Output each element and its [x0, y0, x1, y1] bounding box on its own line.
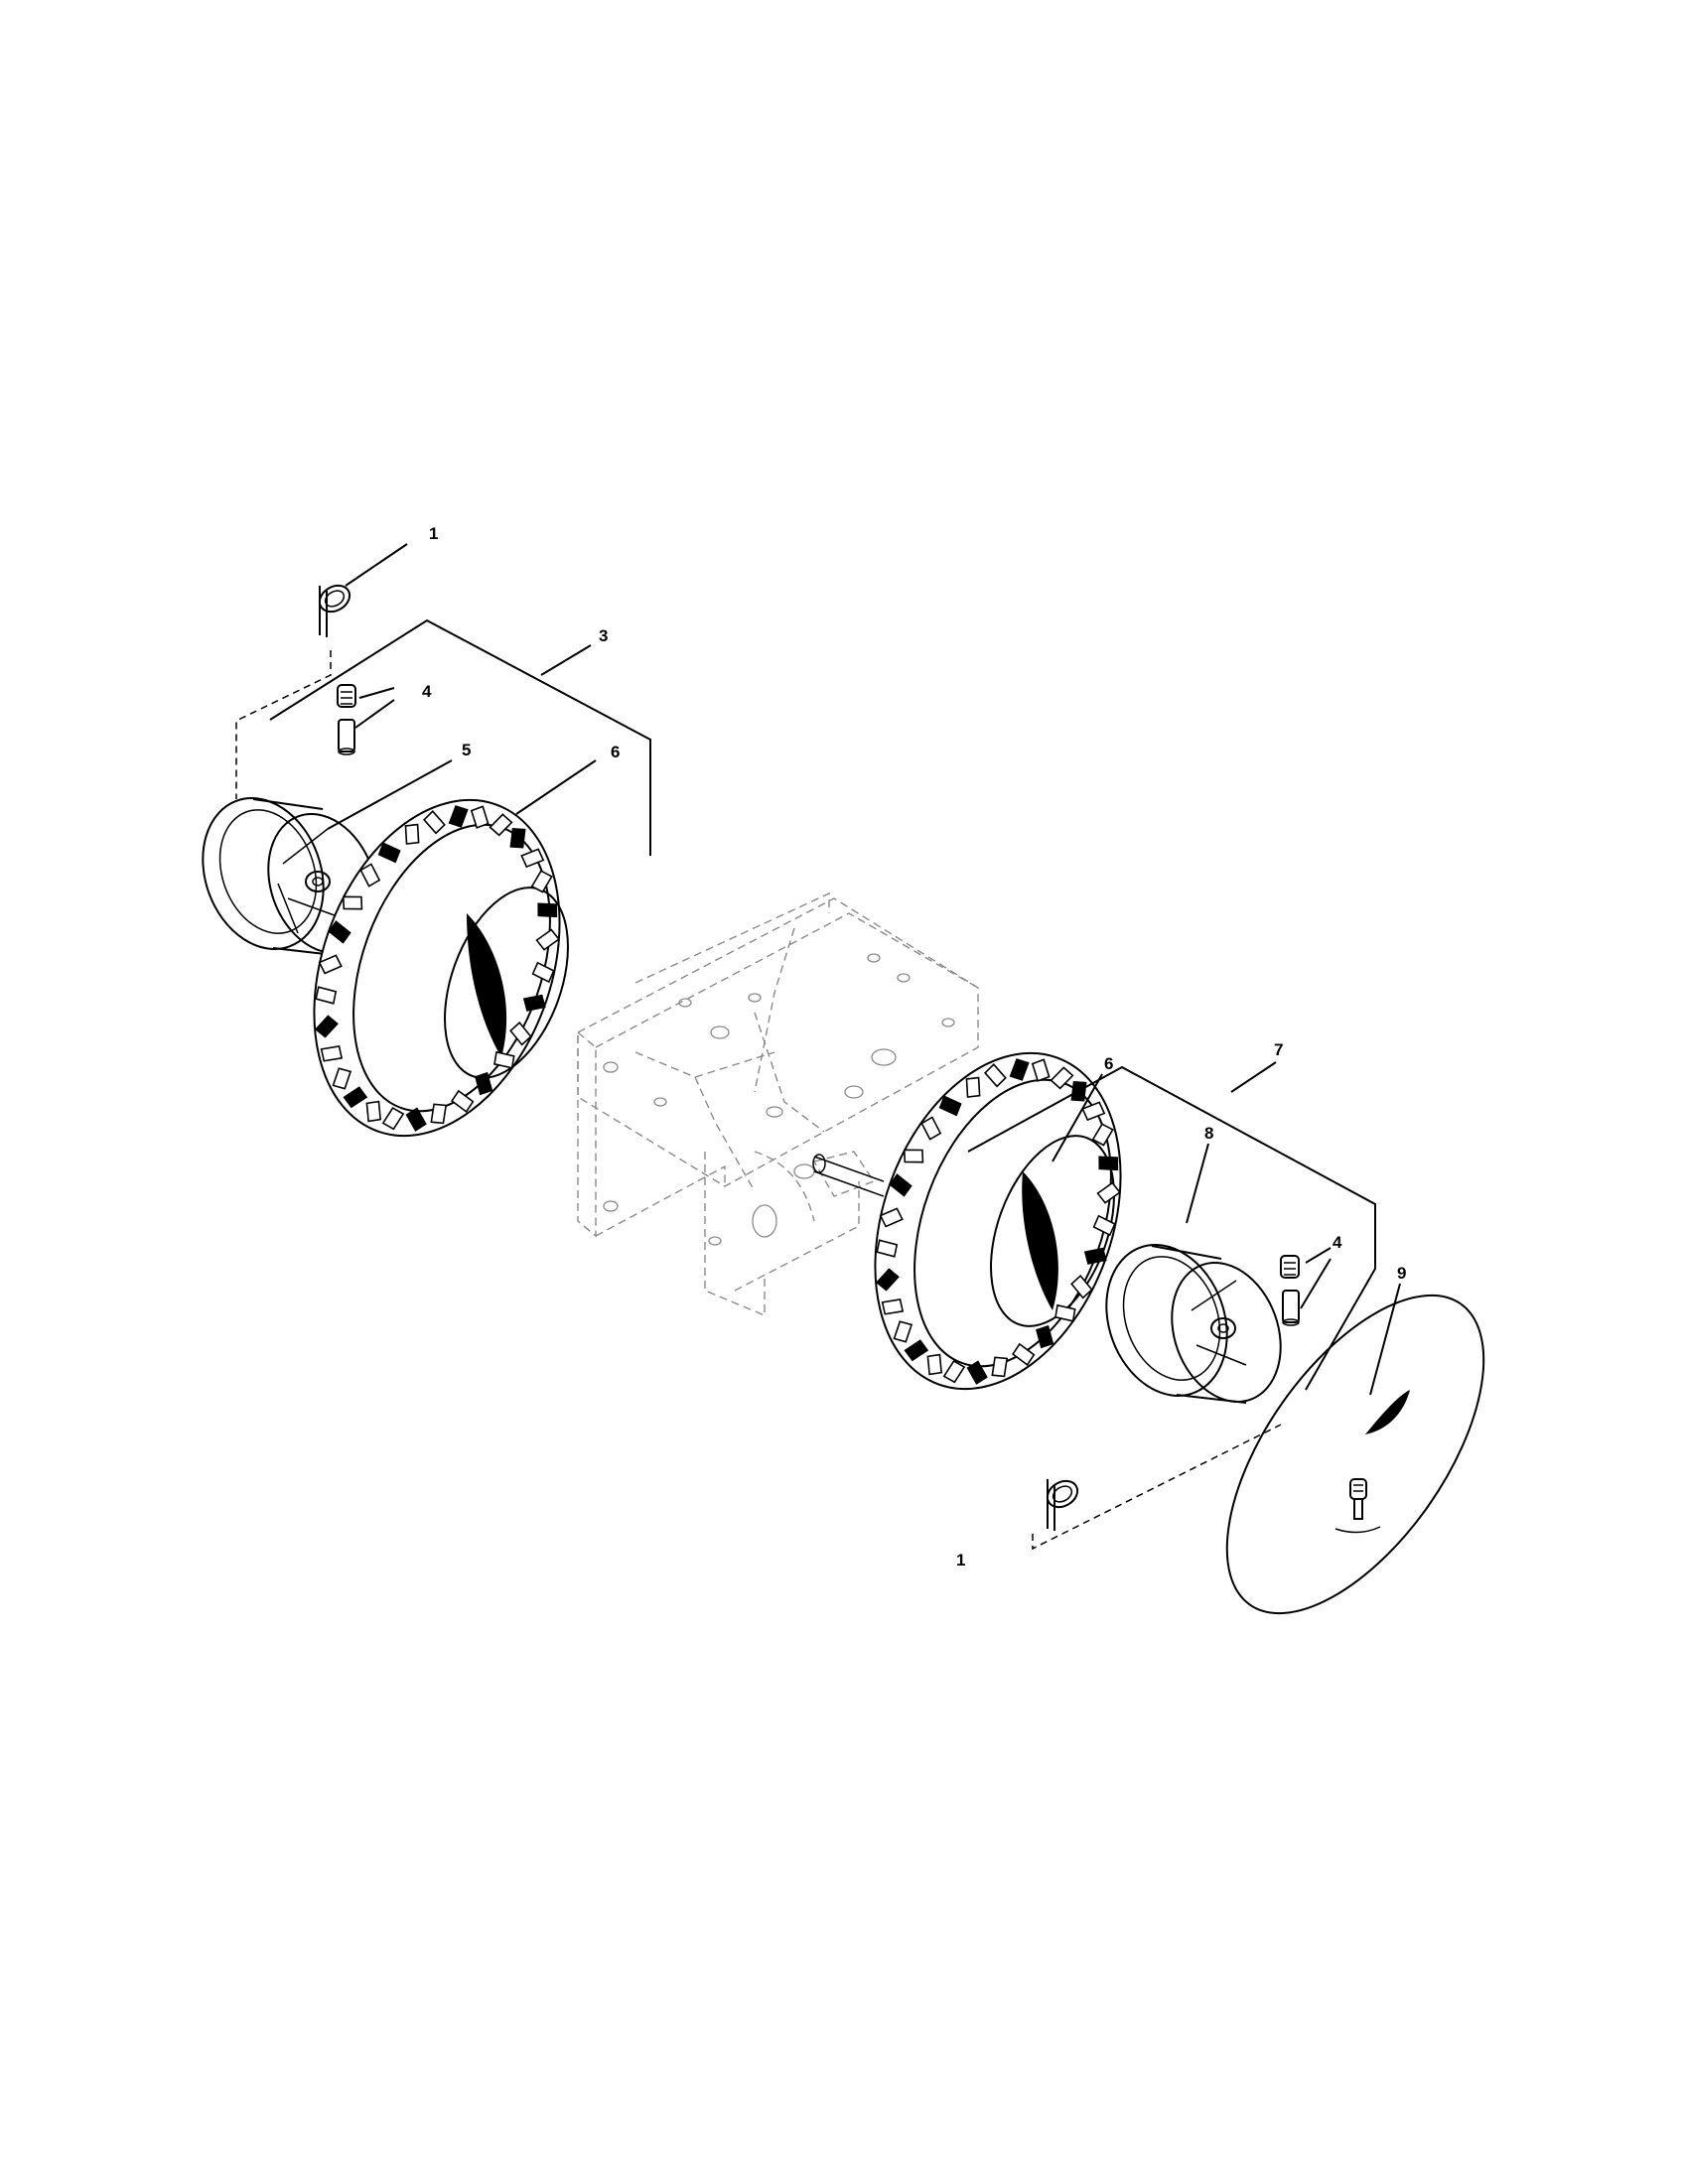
tread-block [342, 895, 363, 910]
tread-block [332, 1067, 352, 1090]
callout-6-right: 6 [1104, 1054, 1113, 1073]
tread-block [903, 1149, 924, 1163]
tread-block [531, 961, 555, 984]
tread-block [1031, 1058, 1051, 1082]
callout-6-left: 6 [611, 743, 620, 761]
tread-block [318, 954, 343, 975]
callout-8: 8 [1204, 1124, 1213, 1143]
tread-block [343, 1086, 368, 1109]
tread-block [1081, 1101, 1106, 1122]
callouts: 1 3 4 5 6 7 6 8 4 9 1 [422, 524, 1406, 1570]
tread-block [965, 1076, 981, 1098]
tread-block [926, 1353, 943, 1376]
left-tire [313, 798, 569, 1138]
tread-block [359, 863, 381, 887]
left-tire-tread [314, 805, 560, 1132]
callout-3: 3 [599, 626, 608, 645]
tread-block [535, 928, 560, 951]
tread-block [879, 1207, 904, 1228]
inner-tube [1225, 1294, 1485, 1615]
tread-block [475, 1071, 493, 1096]
right-tire-tread [875, 1058, 1121, 1385]
callout-1-top: 1 [429, 524, 438, 543]
right-valve-stem [1280, 1255, 1300, 1326]
tread-block [889, 1173, 912, 1197]
tread-block [509, 1021, 532, 1046]
tread-block [1092, 1214, 1116, 1237]
tread-block [904, 1339, 929, 1362]
tread-block [404, 823, 420, 845]
tread-block [537, 902, 558, 918]
right-leader-lines [967, 1061, 1401, 1551]
right-hitch-pin [1046, 1479, 1079, 1531]
tread-block [1012, 1342, 1036, 1367]
tread-block [942, 1359, 966, 1384]
tread-block [966, 1360, 988, 1385]
callout-9: 9 [1397, 1264, 1406, 1283]
tread-block [1096, 1181, 1121, 1204]
tread-block [1050, 1066, 1074, 1090]
left-valve-stem [337, 684, 356, 755]
tread-block [365, 1100, 382, 1123]
tread-block [876, 1239, 899, 1258]
tread-block [470, 805, 490, 829]
tread-block [881, 1298, 905, 1315]
left-leader-lines [235, 543, 651, 856]
frame-housing-ghost [577, 891, 979, 1317]
tread-block [314, 1015, 339, 1038]
right-tire [874, 1051, 1122, 1391]
tread-block [489, 813, 513, 837]
right-rim [1105, 1244, 1282, 1404]
tread-block [520, 848, 545, 869]
callout-1-bottom: 1 [956, 1551, 965, 1570]
tread-block [984, 1063, 1007, 1088]
tread-block [509, 828, 526, 849]
tread-block [448, 805, 469, 828]
tread-block [938, 1095, 962, 1117]
tread-block [1036, 1324, 1054, 1349]
callout-4-right: 4 [1333, 1233, 1342, 1252]
tread-block [423, 810, 446, 835]
tread-block [320, 1045, 344, 1062]
tread-block [381, 1106, 405, 1131]
tread-block [328, 920, 351, 944]
tread-block [430, 1103, 448, 1125]
tread-block [1083, 1247, 1107, 1265]
tread-block [405, 1107, 427, 1132]
callout-4-top: 4 [422, 682, 432, 701]
axle [812, 1154, 885, 1197]
tread-block [875, 1268, 900, 1292]
tread-block [1070, 1274, 1093, 1299]
tread-block [893, 1320, 913, 1343]
tread-block [377, 842, 401, 864]
tread-block [920, 1116, 942, 1141]
tread-block [315, 986, 338, 1005]
tread-block [493, 1050, 515, 1069]
tread-block [522, 994, 546, 1012]
tread-block [1098, 1156, 1119, 1171]
left-hitch-pin [318, 584, 351, 637]
tread-block [991, 1356, 1009, 1378]
tread-block [451, 1089, 475, 1114]
tread-block [1054, 1303, 1076, 1322]
callout-5: 5 [462, 741, 471, 759]
tread-block [530, 870, 553, 893]
tread-block [1009, 1058, 1030, 1081]
callout-7: 7 [1274, 1040, 1283, 1059]
tread-block [1091, 1123, 1114, 1147]
